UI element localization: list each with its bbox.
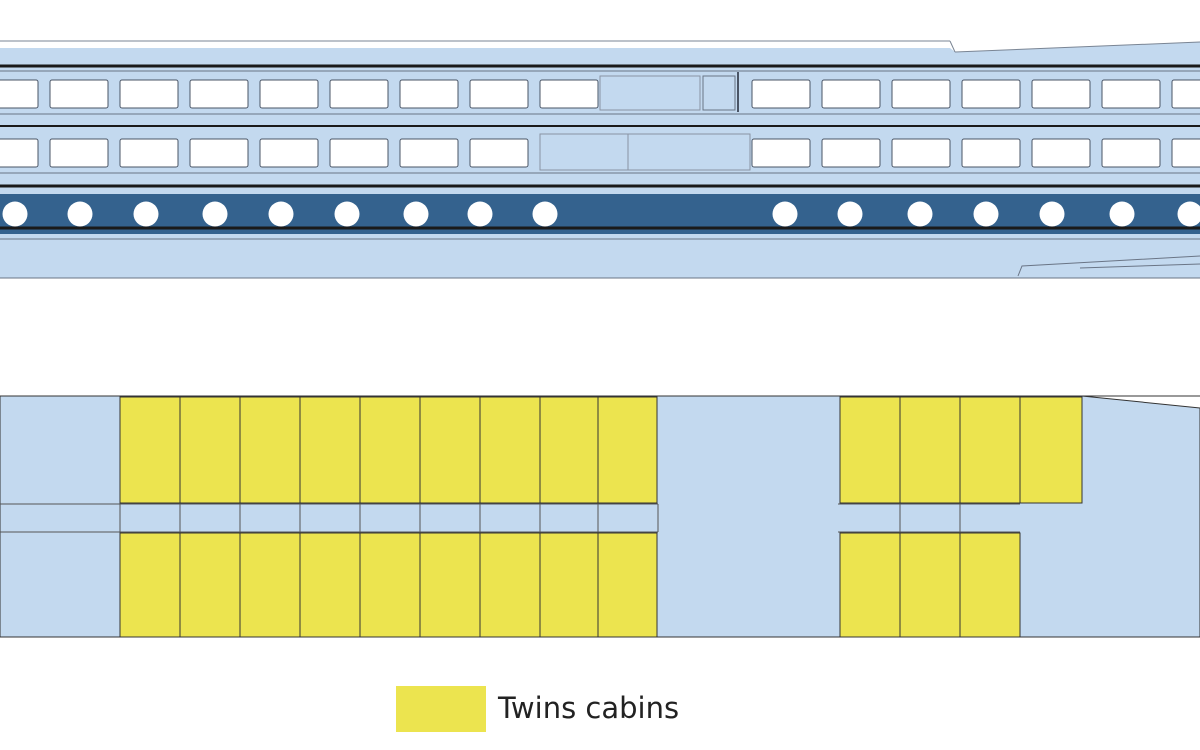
twin-cabin (839, 396, 901, 504)
window-lower (469, 138, 529, 168)
twin-cabin (179, 532, 241, 638)
window-lower (891, 138, 951, 168)
twin-cabin (597, 396, 658, 504)
window-upper (821, 79, 881, 109)
twin-cabin (359, 396, 421, 504)
window-upper (49, 79, 109, 109)
twin-cabin (839, 532, 901, 638)
window-lower (119, 138, 179, 168)
porthole (837, 201, 863, 227)
ship-deck-plan (0, 395, 1200, 638)
window-upper (329, 79, 389, 109)
window-lower (751, 138, 811, 168)
window-lower (49, 138, 109, 168)
window-upper (1031, 79, 1091, 109)
window-lower (1031, 138, 1091, 168)
ship-side-view (0, 40, 1200, 279)
twin-cabin (239, 396, 301, 504)
porthole (202, 201, 228, 227)
twin-cabin (899, 532, 961, 638)
upper-door (702, 75, 736, 111)
legend-swatch-twins (396, 686, 486, 732)
lower-lounge-panel (627, 133, 751, 171)
twin-cabin (479, 532, 541, 638)
porthole (1109, 201, 1135, 227)
porthole (772, 201, 798, 227)
window-upper (1171, 79, 1200, 109)
twin-cabin (359, 532, 421, 638)
sun-deck-slope (954, 41, 1200, 53)
twin-cabin (179, 396, 241, 504)
window-upper (751, 79, 811, 109)
window-lower (189, 138, 249, 168)
window-upper (961, 79, 1021, 109)
twin-cabin (239, 532, 301, 638)
twin-cabin (299, 532, 361, 638)
porthole (467, 201, 493, 227)
window-upper (399, 79, 459, 109)
porthole (973, 201, 999, 227)
window-lower (399, 138, 459, 168)
porthole (268, 201, 294, 227)
twin-cabin (539, 532, 601, 638)
window-lower (961, 138, 1021, 168)
twin-cabin (419, 396, 481, 504)
window-lower (329, 138, 389, 168)
window-upper (891, 79, 951, 109)
window-upper (259, 79, 319, 109)
porthole (2, 201, 28, 227)
porthole (403, 201, 429, 227)
bow-curve (1017, 255, 1200, 277)
sun-deck-step (949, 40, 956, 53)
twin-cabin (119, 396, 181, 504)
bow-trim (1079, 263, 1200, 269)
window-lower (1101, 138, 1161, 168)
twin-cabin (959, 532, 1021, 638)
twin-cabin (539, 396, 601, 504)
porthole (133, 201, 159, 227)
legend-label-twins: Twins cabins (498, 691, 680, 725)
window-upper (0, 79, 39, 109)
porthole (334, 201, 360, 227)
porthole (1177, 201, 1200, 227)
window-lower (821, 138, 881, 168)
window-lower (259, 138, 319, 168)
porthole (907, 201, 933, 227)
twin-cabin (479, 396, 541, 504)
upper-lounge-panel (599, 75, 701, 111)
twin-cabin (299, 396, 361, 504)
porthole (67, 201, 93, 227)
twin-cabin (1019, 396, 1083, 504)
twin-cabin (597, 532, 658, 638)
window-upper (189, 79, 249, 109)
window-upper (469, 79, 529, 109)
porthole (532, 201, 558, 227)
window-lower (0, 138, 39, 168)
twin-cabin (959, 396, 1021, 504)
window-upper (119, 79, 179, 109)
window-upper (539, 79, 599, 109)
twin-cabin (119, 532, 181, 638)
window-lower (1171, 138, 1200, 168)
window-upper (1101, 79, 1161, 109)
twin-cabin (899, 396, 961, 504)
twin-cabin (419, 532, 481, 638)
porthole (1039, 201, 1065, 227)
